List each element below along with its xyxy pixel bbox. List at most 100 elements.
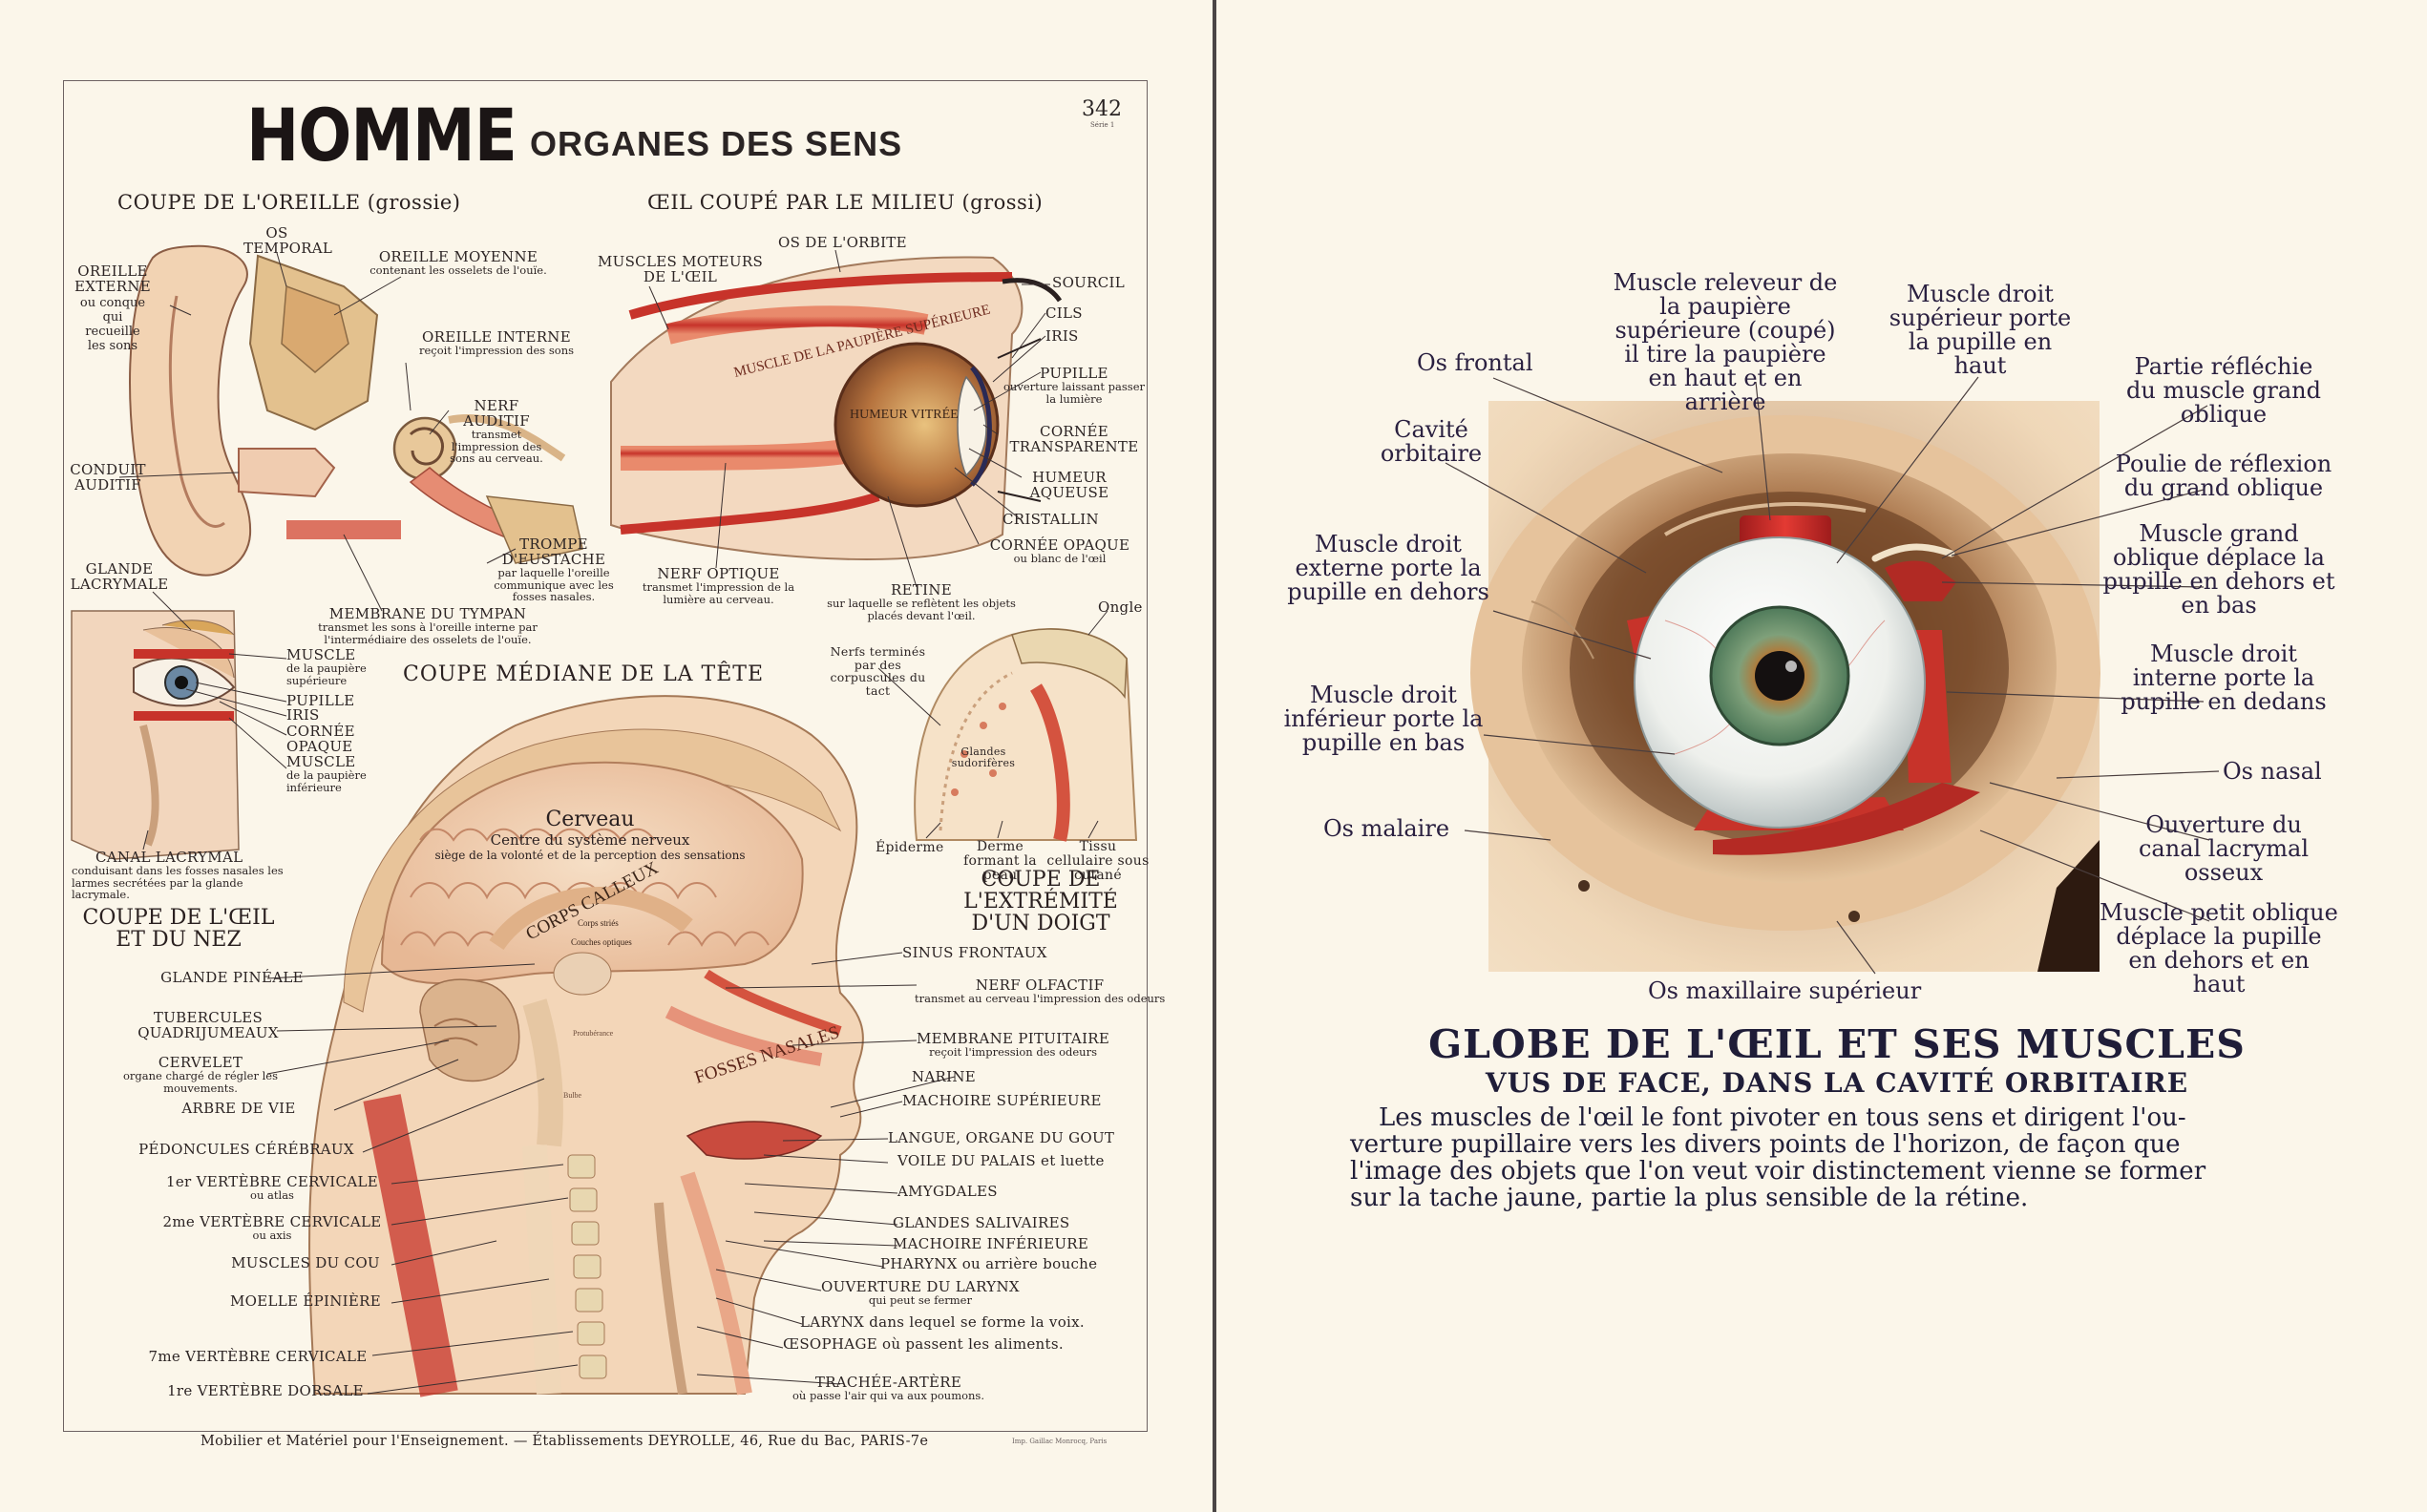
nerf-optique-sub: transmet l'impression de la lumière au c… (642, 580, 795, 606)
muscle-sup-sub: de la paupière supérieure (286, 662, 367, 687)
label-eye-nose-pupille: PUPILLE (286, 692, 355, 709)
poster-printer: Imp. Gaillac Monrocq, Paris (1012, 1438, 1108, 1445)
head-right-label-13: ŒSOPHAGE où passent les aliments. (783, 1336, 1064, 1352)
section-finger-heading: COUPE DE L'EXTRÉMITÉ D'UN DOIGT (963, 868, 1118, 935)
label-os-malaire: Os malaire (1323, 815, 1450, 842)
trompe-title: TROMPE D'EUSTACHE (501, 536, 606, 568)
head-right-label-title: PHARYNX ou arrière bouche (880, 1255, 1098, 1272)
head-left-label-sub: organe chargé de régler les mouvements. (122, 1069, 279, 1095)
corps-stries-text: Corps striés (578, 918, 619, 928)
label-oreille-externe: OREILLE EXTERNE ou conque qui recueille … (65, 263, 160, 353)
head-right-label-10: PHARYNX ou arrière bouche (880, 1256, 1097, 1271)
oreille-interne-sub: reçoit l'impression des sons (418, 344, 575, 357)
head-left-label-3: ARBRE DE VIE (143, 1101, 334, 1116)
head-illustration: FOSSES NASALES CORPS CALLEUX Corps strié… (308, 695, 864, 1397)
pupille-title: PUPILLE (1040, 365, 1108, 382)
head-right-label-0: SINUS FRONTAUX (902, 945, 1047, 960)
label-muscle-petit-oblique: Muscle petit oblique déplace la pupille … (2100, 899, 2338, 998)
label-muscle-droit-externe: Muscle droit externe porte la pupille en… (1287, 531, 1489, 605)
label-retine: RETINE sur laquelle se reflètent les obj… (812, 582, 1031, 621)
label-tissu-cellulaire: Tissu cellulaire sous cutané (1046, 839, 1150, 883)
label-cristallin: CRISTALLIN (1002, 511, 1099, 528)
head-left-label-title: GLANDE PINÉALE (160, 969, 304, 986)
label-canal-lacrymal: CANAL LACRYMAL conduisant dans les fosse… (72, 850, 291, 901)
label-membrane-tympan: MEMBRANE DU TYMPAN transmet les sons à l… (304, 606, 552, 645)
muscle-petit-oblique-shape (1713, 783, 1980, 855)
poster-illustrations: MUSCLE DE LA PAUPIÈRE SUPÉRIEURE HUMEUR … (71, 244, 1138, 1397)
head-right-label-title: NARINE (912, 1068, 977, 1085)
label-derme: Derme formant la peau (963, 839, 1037, 883)
label-humeur-aqueuse: HUMEUR AQUEUSE (1029, 469, 1109, 501)
poster-panel: MUSCLE DE LA PAUPIÈRE SUPÉRIEURE HUMEUR … (0, 0, 1213, 1512)
head-right-label-title: AMYGDALES (897, 1183, 998, 1200)
head-right-label-title: MACHOIRE SUPÉRIEURE (902, 1092, 1102, 1109)
label-muscle-droit-inferieur: Muscle droit inférieur porte la pupille … (1283, 682, 1484, 756)
head-right-label-8: GLANDES SALIVAIRES (893, 1215, 1069, 1230)
head-right-label-title: SINUS FRONTAUX (902, 944, 1047, 961)
label-os-orbite: OS DE L'ORBITE (778, 234, 907, 251)
head-left-label-title: CERVELET (158, 1054, 243, 1071)
label-ouverture-canal: Ouverture du canal lacrymal osseux (2138, 811, 2310, 886)
label-muscle-paupiere-sup: MUSCLE de la paupière supérieure (286, 647, 382, 686)
label-glande-lacrymale: GLANDE LACRYMALE (70, 560, 169, 593)
head-left-label-4: PÉDONCULES CÉRÉBRAUX (122, 1142, 370, 1157)
trompe-sub: par laquelle l'oreille communique avec l… (494, 566, 614, 603)
oreille-externe-sub: ou conque qui recueille les sons (79, 296, 146, 353)
label-pupille: PUPILLE ouverture laissant passer la lum… (1002, 366, 1146, 405)
label-trompe-eustache: TROMPE D'EUSTACHE par laquelle l'oreille… (482, 536, 625, 603)
head-left-label-title: 1er VERTÈBRE CERVICALE (166, 1173, 378, 1190)
head-left-label-title: 2me VERTÈBRE CERVICALE (162, 1213, 382, 1230)
label-cils: CILS (1045, 304, 1083, 322)
eye-nose-leader-lines (142, 591, 287, 850)
couches-optiques-text: Couches optiques (571, 937, 632, 947)
finger-leader-lines (877, 610, 1108, 839)
head-right-label-sub: où passe l'air qui va aux poumons. (792, 1389, 984, 1402)
plate-series: Série 1 (1090, 121, 1115, 129)
section-head-heading: COUPE MÉDIANE DE LA TÊTE (403, 662, 765, 686)
plate-body-line: sur la tache jaune, partie la plus sensi… (1350, 1184, 2029, 1212)
label-partie-reflechie: Partie réfléchie du muscle grand oblique (2126, 353, 2321, 428)
label-sourcil: SOURCIL (1052, 274, 1125, 291)
head-left-label-title: MUSCLES DU COU (231, 1254, 380, 1271)
section-ear-heading: COUPE DE L'OREILLE (grossie) (117, 191, 461, 214)
plate-body-line: verture pupillaire vers les divers point… (1350, 1130, 2181, 1159)
head-left-label-sub: ou atlas (250, 1188, 294, 1202)
head-left-label-0: GLANDE PINÉALE (103, 970, 361, 985)
label-os-maxillaire: Os maxillaire supérieur (1648, 977, 1922, 1004)
eye-cut-leader-lines (648, 249, 1050, 588)
head-left-label-title: 7me VERTÈBRE CERVICALE (148, 1348, 368, 1365)
label-nerf-optique: NERF OPTIQUE transmet l'impression de la… (635, 566, 802, 605)
retine-title: RETINE (890, 581, 953, 598)
label-muscle-droit-superieur: Muscle droit supérieur porte la pupille … (1889, 281, 2072, 379)
muscle-inf-sub: de la paupière inférieure (286, 768, 367, 794)
eye-plate-panel: Os frontal Cavité orbitaire Muscle relev… (1216, 0, 2427, 1512)
canal-lacrymal-title: CANAL LACRYMAL (95, 849, 243, 866)
head-right-label-7: AMYGDALES (897, 1184, 998, 1199)
label-cavite-orbitaire: Cavité orbitaire (1380, 416, 1483, 467)
head-right-label-title: OUVERTURE DU LARYNX (821, 1278, 1020, 1295)
head-right-label-title: TRACHÉE-ARTÈRE (814, 1374, 962, 1391)
head-leader-lines (266, 952, 956, 1395)
label-epiderme: Épiderme (876, 840, 944, 855)
head-right-label-title: LANGUE, ORGANE DU GOUT (888, 1129, 1115, 1146)
head-right-label-title: MEMBRANE PITUITAIRE (917, 1030, 1110, 1047)
canal-lacrymal-sub: conduisant dans les fosses nasales les l… (72, 864, 284, 901)
head-right-label-6: VOILE DU PALAIS et luette (897, 1153, 1105, 1168)
label-iris: IRIS (1045, 327, 1079, 345)
head-left-label-7: MUSCLES DU COU (215, 1255, 396, 1270)
label-muscle-paupiere-inf: MUSCLE de la paupière inférieure (286, 754, 382, 793)
head-right-label-title: GLANDES SALIVAIRES (893, 1214, 1070, 1231)
nerf-optique-title: NERF OPTIQUE (657, 565, 780, 582)
oreille-externe-title: OREILLE EXTERNE (74, 262, 152, 295)
label-oreille-interne: OREILLE INTERNE reçoit l'impression des … (401, 329, 592, 357)
membrane-tympan-sub: transmet les sons à l'oreille interne pa… (318, 620, 538, 646)
head-left-label-1: TUBERCULES QUADRIJUMEAUX (113, 1010, 304, 1040)
label-os-frontal: Os frontal (1417, 349, 1533, 376)
label-ongle: Ongle (1098, 598, 1143, 616)
eye-nose-illustration (71, 610, 240, 860)
cerveau-sub2: siège de la volonté et de la perception … (434, 849, 746, 862)
head-left-label-8: MOELLE ÉPINIÈRE (215, 1293, 396, 1309)
head-right-label-title: ŒSOPHAGE où passent les aliments. (783, 1335, 1064, 1353)
